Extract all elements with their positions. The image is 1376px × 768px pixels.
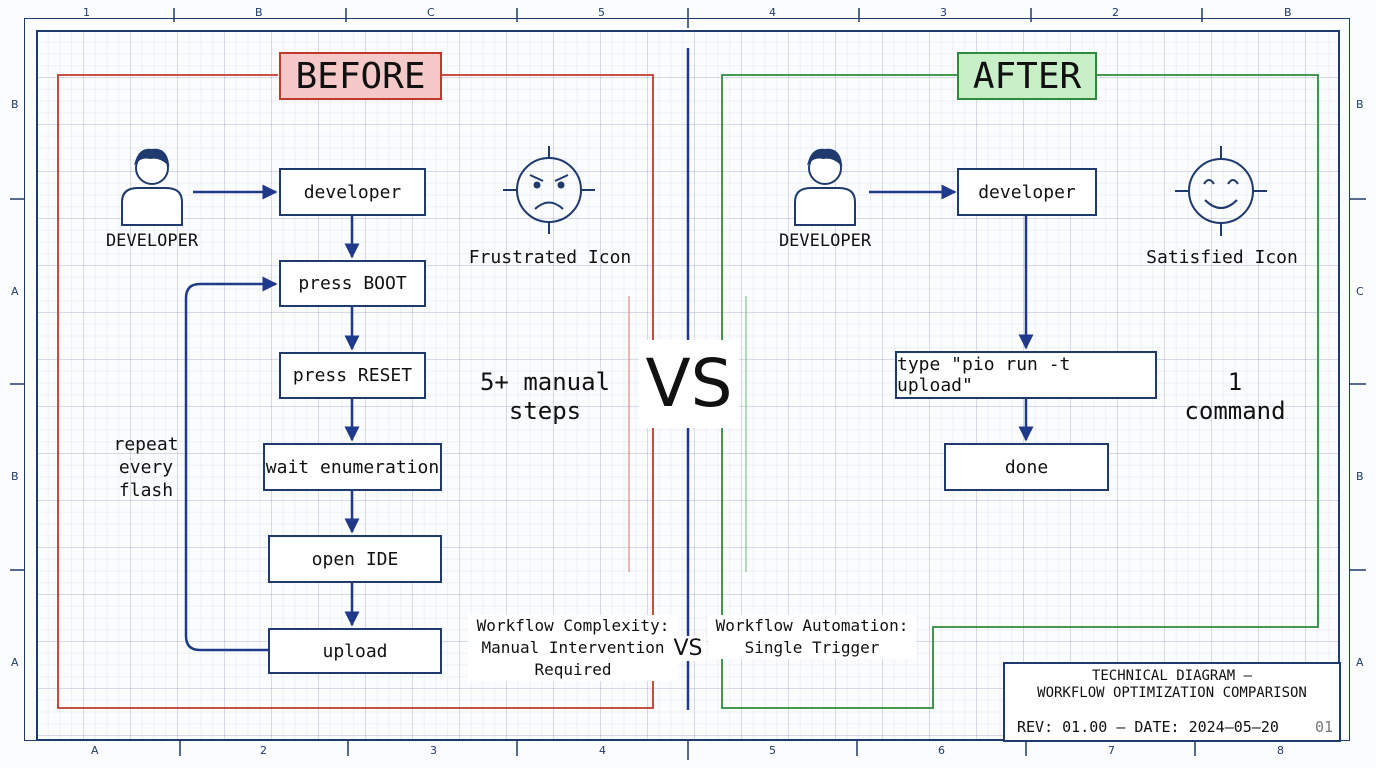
step-open-ide: open IDE	[268, 535, 442, 583]
after-caption: Workflow Automation: Single Trigger	[708, 615, 916, 659]
title-block-revision: REV: 01.00 – DATE: 2024–05–20	[1017, 718, 1279, 736]
summary-line: command	[1184, 397, 1286, 425]
title-line: WORKFLOW OPTIMIZATION COMPARISON	[1037, 685, 1307, 701]
title-line: TECHNICAL DIAGRAM –	[1091, 668, 1253, 684]
ruler-label: 1	[83, 6, 90, 19]
ruler-label: B	[11, 98, 19, 111]
loop-label-line: every	[118, 457, 174, 478]
step-press-reset: press RESET	[279, 352, 426, 399]
frustrated-face-icon	[503, 146, 595, 234]
step-wait-enumeration: wait enumeration	[263, 443, 442, 491]
satisfied-face-icon	[1175, 146, 1267, 236]
after-panel-border	[721, 74, 1319, 709]
loop-label: repeat every flash	[104, 433, 188, 502]
step-developer: developer	[957, 168, 1097, 216]
caption-line: Workflow Automation:	[715, 616, 909, 635]
after-summary: 1 command	[1170, 368, 1300, 426]
ruler-label: A	[91, 744, 99, 757]
ruler-label: C	[427, 6, 435, 19]
before-panel-border	[57, 74, 654, 709]
before-tag: BEFORE	[279, 52, 442, 100]
ruler-label: 3	[940, 6, 947, 19]
ruler-label: 8	[1277, 744, 1284, 757]
title-block-title: TECHNICAL DIAGRAM – WORKFLOW OPTIMIZATIO…	[1005, 668, 1339, 702]
ruler-label: A	[1356, 656, 1364, 669]
step-type-pio-command: type "pio run -t upload"	[895, 351, 1157, 399]
developer-icon	[121, 148, 183, 226]
ruler-label: C	[1356, 285, 1364, 298]
developer-label: DEVELOPER	[778, 231, 872, 251]
summary-line: 5+ manual	[479, 368, 611, 396]
loop-label-line: flash	[118, 480, 174, 501]
ruler-label: 2	[260, 744, 267, 757]
before-arrows	[184, 184, 360, 652]
ruler-ticks	[10, 8, 1366, 760]
ruler-label: 4	[769, 6, 776, 19]
ruler-label: 5	[769, 744, 776, 757]
ruler-label: B	[1356, 98, 1364, 111]
title-block: TECHNICAL DIAGRAM – WORKFLOW OPTIMIZATIO…	[1003, 662, 1341, 742]
loop-label-line: repeat	[113, 434, 179, 455]
satisfied-icon-label: Satisfied Icon	[1146, 247, 1298, 268]
before-caption: Workflow Complexity: Manual Intervention…	[468, 615, 678, 681]
ruler-label: 4	[599, 744, 606, 757]
frustrated-icon-label: Frustrated Icon	[468, 247, 632, 268]
title-block-sheet-number: 01	[1315, 718, 1334, 736]
vs-small: VS	[670, 636, 706, 661]
caption-line: Manual Intervention	[481, 638, 665, 657]
step-done: done	[944, 443, 1109, 491]
ruler-label: 2	[1112, 6, 1119, 19]
step-developer: developer	[279, 168, 426, 216]
developer-icon	[794, 148, 856, 226]
step-upload: upload	[268, 628, 442, 674]
ruler-label: A	[11, 285, 19, 298]
ruler-label: 7	[1108, 744, 1115, 757]
after-arrows	[869, 184, 1034, 442]
developer-label: DEVELOPER	[105, 231, 199, 251]
ruler-label: B	[255, 6, 263, 19]
summary-line: 1	[1227, 368, 1243, 396]
vs-heading: VS	[639, 340, 739, 428]
caption-line: Required	[534, 660, 612, 679]
caption-line: Workflow Complexity:	[476, 616, 670, 635]
ruler-label: 6	[938, 744, 945, 757]
step-press-boot: press BOOT	[279, 260, 426, 307]
ruler-label: B	[1284, 6, 1292, 19]
after-tag: AFTER	[957, 52, 1097, 100]
ruler-label: B	[11, 470, 19, 483]
ruler-label: A	[11, 656, 19, 669]
ruler-label: 5	[598, 6, 605, 19]
summary-line: steps	[508, 397, 582, 425]
caption-line: Single Trigger	[744, 638, 880, 657]
before-summary: 5+ manual steps	[468, 368, 622, 426]
ruler-label: B	[1356, 470, 1364, 483]
ruler-label: 3	[430, 744, 437, 757]
